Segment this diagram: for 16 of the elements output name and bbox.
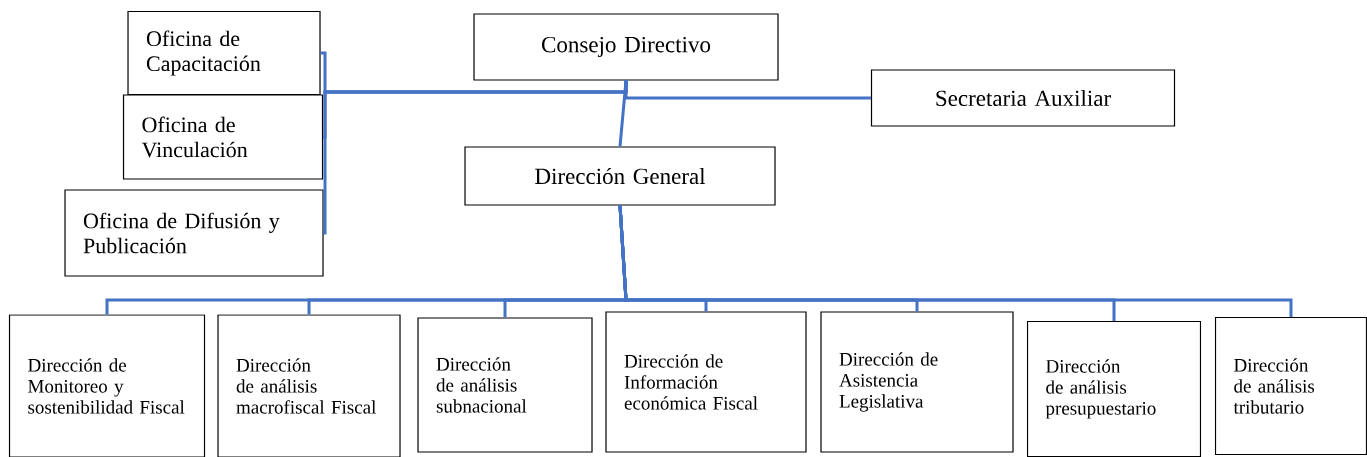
- department-box: Dirección de análisis macrofiscal Fiscal: [217, 314, 401, 457]
- department-box: Dirección de Monitoreo y sostenibilidad Fiscal: [8, 314, 206, 457]
- department-box: Dirección de análisis presupuestario: [1026, 320, 1202, 457]
- department-box: Dirección de análisis tributario: [1214, 316, 1367, 456]
- connector-line: [624, 80, 871, 100]
- board-box: Secretaria Auxiliar: [870, 69, 1176, 127]
- department-box: Dirección de Asistencia Legislativa: [820, 311, 1014, 453]
- department-box: Dirección de Información económica Fiscal: [605, 311, 807, 453]
- board-box: Dirección General: [464, 146, 776, 206]
- department-box: Dirección de análisis subnacional: [417, 317, 593, 453]
- connector-line: [618, 80, 628, 147]
- office-box: Oficina de Difusión y Publicación: [64, 189, 324, 277]
- office-box: Oficina de Capacitación: [127, 10, 321, 96]
- office-box: Oficina de Vinculación: [122, 94, 324, 180]
- connector-line: [618, 205, 1293, 317]
- board-box: Consejo Directivo: [473, 13, 779, 81]
